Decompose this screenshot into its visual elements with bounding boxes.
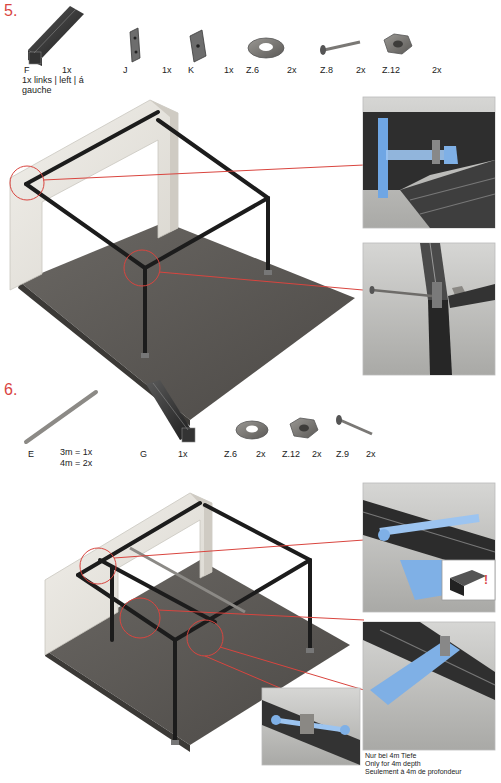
nut-z12 (290, 418, 318, 438)
nut-z12 (384, 34, 412, 54)
profile-g (146, 380, 195, 442)
part-label: Z.9 (336, 450, 349, 460)
part-label: Z.6 (246, 66, 259, 76)
part-label: J (123, 66, 128, 76)
part-label: E (28, 450, 34, 460)
part-label: Nur bei 4m Tiefe (365, 752, 416, 760)
detail-inset-rod-top (363, 483, 495, 612)
bolt-z9 (336, 415, 372, 434)
part-label: K (188, 66, 194, 76)
part-label: 1x (62, 66, 72, 76)
part-label: G (140, 450, 147, 460)
detail-inset-bracket (262, 688, 360, 765)
part-label: 2x (356, 66, 366, 76)
washer-z6 (236, 421, 268, 439)
part-label: Z.12 (282, 450, 300, 460)
washer-z6 (248, 38, 284, 58)
part-label: F (24, 66, 30, 76)
part-label: 2x (256, 450, 266, 460)
part-label: 3m = 1x (60, 448, 92, 458)
part-label: Seulement à 4m de profondeur (365, 768, 462, 776)
step-number: 6. (4, 381, 17, 399)
part-label: 2x (287, 66, 297, 76)
part-label: Z.8 (320, 66, 333, 76)
plate-k (190, 30, 206, 62)
part-label: 4m = 2x (60, 459, 92, 469)
detail-inset-wall-joint (363, 97, 495, 228)
part-label: 2x (432, 66, 442, 76)
part-label: 2x (366, 450, 376, 460)
part-label: 1x (178, 450, 188, 460)
part-label: 2x (312, 450, 322, 460)
plate-j (130, 28, 140, 62)
detail-inset-rod-4m (363, 622, 495, 750)
scene-step-5 (10, 100, 364, 426)
rod-e (26, 392, 96, 442)
part-label: Z.6 (224, 450, 237, 460)
part-label: 1x (224, 66, 234, 76)
part-label: Z.12 (382, 66, 400, 76)
part-label: 1x (162, 66, 172, 76)
profile-f (28, 6, 84, 66)
part-label: 1x links | left | á gauche (22, 76, 114, 96)
part-label: Only for 4m depth (365, 760, 421, 768)
bolt-z8 (320, 42, 360, 55)
step-number: 5. (4, 2, 17, 20)
detail-inset-post-joint (363, 243, 495, 375)
part-label: ! (484, 574, 488, 587)
